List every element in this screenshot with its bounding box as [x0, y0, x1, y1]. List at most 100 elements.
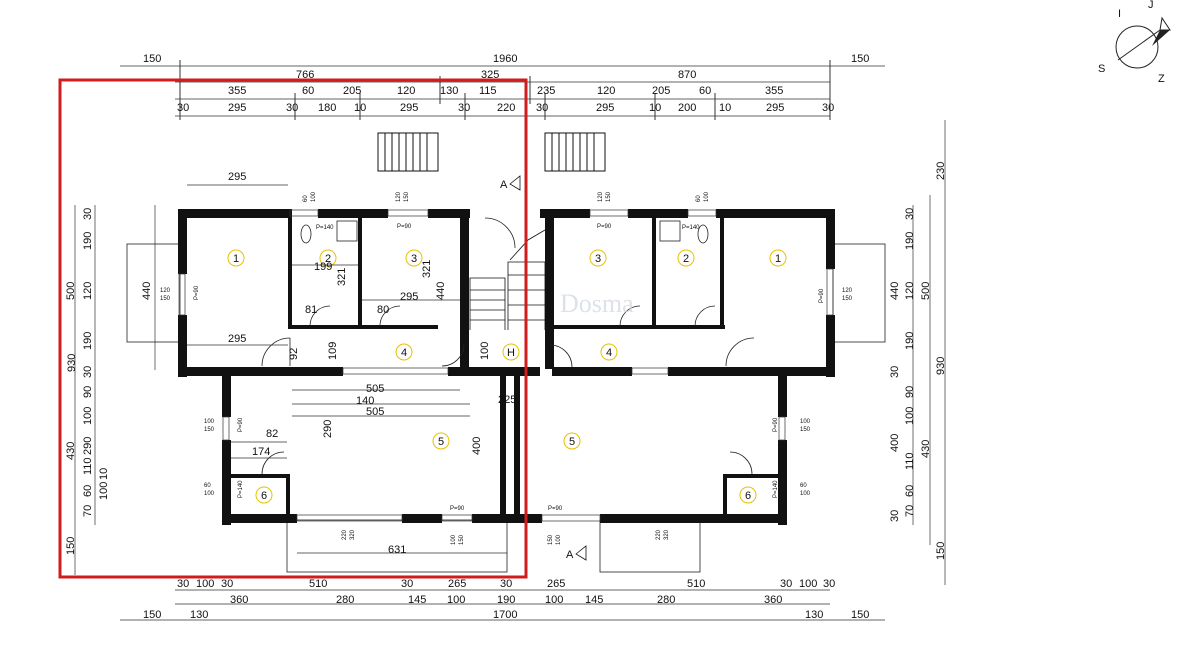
section-arrow-icon [509, 175, 521, 191]
dim-label: 220 [497, 102, 515, 114]
section-letter: A [566, 549, 574, 561]
dim-label: 510 [687, 578, 705, 590]
room-number: 5 [438, 436, 444, 448]
dim-label: 110 [904, 452, 916, 470]
opening-label: P=140 [316, 225, 334, 231]
room-number: 6 [261, 490, 267, 502]
room-number: 4 [401, 347, 407, 359]
dim-label: 500 [65, 282, 77, 300]
room-number: 4 [606, 347, 612, 359]
dim-label: 30 [822, 102, 834, 114]
opening-label: 100 [704, 191, 710, 202]
opening-labels: 60 100 120 150 120 150 60 100 P=140 P=90… [160, 191, 853, 545]
room-number: 1 [233, 253, 239, 265]
dim-label: 30 [177, 578, 189, 590]
dim-label: 30 [889, 366, 901, 378]
compass-letter: S [1098, 63, 1105, 75]
compass-letter: Z [1158, 73, 1165, 85]
entry-stairs [377, 132, 606, 172]
opening-label: P=90 [773, 417, 779, 432]
dim-label: 1700 [493, 609, 517, 621]
dim-label: 10 [719, 102, 731, 114]
dim-label: 230 [935, 162, 947, 180]
opening-label: 60 [204, 483, 211, 489]
dim-label: 150 [851, 53, 869, 65]
room-labels-right: 1 2 3 4 5 6 [563, 249, 787, 504]
dim-label: 440 [889, 282, 901, 300]
bottom-dim-row3: 150 130 1700 130 150 [143, 609, 869, 621]
dim-label: 440 [141, 282, 153, 300]
dim-label: 190 [904, 332, 916, 350]
room-labels-left: 1 2 3 4 5 6 [227, 249, 450, 504]
dim-label: 120 [904, 282, 916, 300]
watermark: Dosma [560, 289, 634, 318]
dim-label: 120 [397, 85, 415, 97]
dim-label: 109 [327, 342, 339, 360]
top-dim-row3: 30 295 30 180 10 295 30 220 30 295 10 20… [177, 102, 834, 114]
dim-label: 265 [547, 578, 565, 590]
dim-label: 280 [657, 594, 675, 606]
dim-label: 199 [314, 261, 332, 273]
dim-label: 115 [479, 85, 497, 97]
dim-label: 500 [920, 282, 932, 300]
dim-label: 30 [401, 578, 413, 590]
dim-label: 190 [82, 332, 94, 350]
dim-label: 30 [286, 102, 298, 114]
dim-label: 30 [889, 510, 901, 522]
opening-label: 320 [350, 529, 356, 540]
dim-label: 295 [400, 291, 418, 303]
dim-label: 110 [82, 457, 94, 475]
dim-label: 82 [266, 428, 278, 440]
dim-label: 205 [343, 85, 361, 97]
compass-letter: I [1118, 8, 1121, 20]
opening-label: 100 [204, 419, 215, 425]
dim-label: 100 [479, 342, 491, 360]
opening-label: 150 [800, 427, 811, 433]
dim-label: 174 [252, 446, 270, 458]
compass-letter: J [1148, 0, 1154, 11]
dim-label: 400 [889, 434, 901, 452]
dim-label: 60 [699, 85, 711, 97]
dim-label: 30 [780, 578, 792, 590]
dim-label: 360 [230, 594, 248, 606]
section-arrow-icon [575, 545, 587, 561]
dim-label: 30 [904, 208, 916, 220]
opening-label: P=90 [548, 506, 563, 512]
dim-label: 150 [65, 537, 77, 555]
dim-label: 120 [82, 282, 94, 300]
dim-label: 321 [336, 268, 348, 286]
dim-label: 80 [377, 304, 389, 316]
dim-label: 100 [196, 578, 214, 590]
door-swings [261, 217, 755, 475]
opening-label: 150 [404, 191, 410, 202]
opening-label: 150 [606, 191, 612, 202]
bottom-dim-row2: 360 280 145 100 190 100 145 280 360 [230, 594, 782, 606]
right-dims: 230 930 150 500 430 440 400 30 190 120 1… [889, 162, 947, 560]
opening-label: P=90 [819, 288, 825, 303]
dim-label: 325 [481, 69, 499, 81]
dim-label: 1960 [493, 53, 517, 65]
room-number: 5 [569, 436, 575, 448]
opening-label: 150 [160, 296, 171, 302]
dim-label: 190 [82, 232, 94, 250]
dim-label: 100 [447, 594, 465, 606]
dim-label: 130 [440, 85, 458, 97]
opening-label: P=90 [238, 417, 244, 432]
compass-icon: I S Z J [1098, 0, 1171, 85]
dim-label: 70 [904, 505, 916, 517]
dim-label: 505 [366, 406, 384, 418]
dim-label: 205 [652, 85, 670, 97]
room-number: 3 [411, 253, 417, 265]
dim-label: 510 [309, 578, 327, 590]
dim-label: 30 [82, 366, 94, 378]
dim-label: 120 [597, 85, 615, 97]
dim-label: 140 [356, 395, 374, 407]
dim-label: 30 [458, 102, 470, 114]
top-dim-row1: 150 1960 150 766 325 870 [143, 53, 869, 81]
opening-label: P=140 [773, 480, 779, 498]
opening-label: 120 [842, 288, 853, 294]
opening-label: P=90 [397, 224, 412, 230]
hall-label: H [502, 343, 520, 361]
dim-label: 150 [143, 53, 161, 65]
